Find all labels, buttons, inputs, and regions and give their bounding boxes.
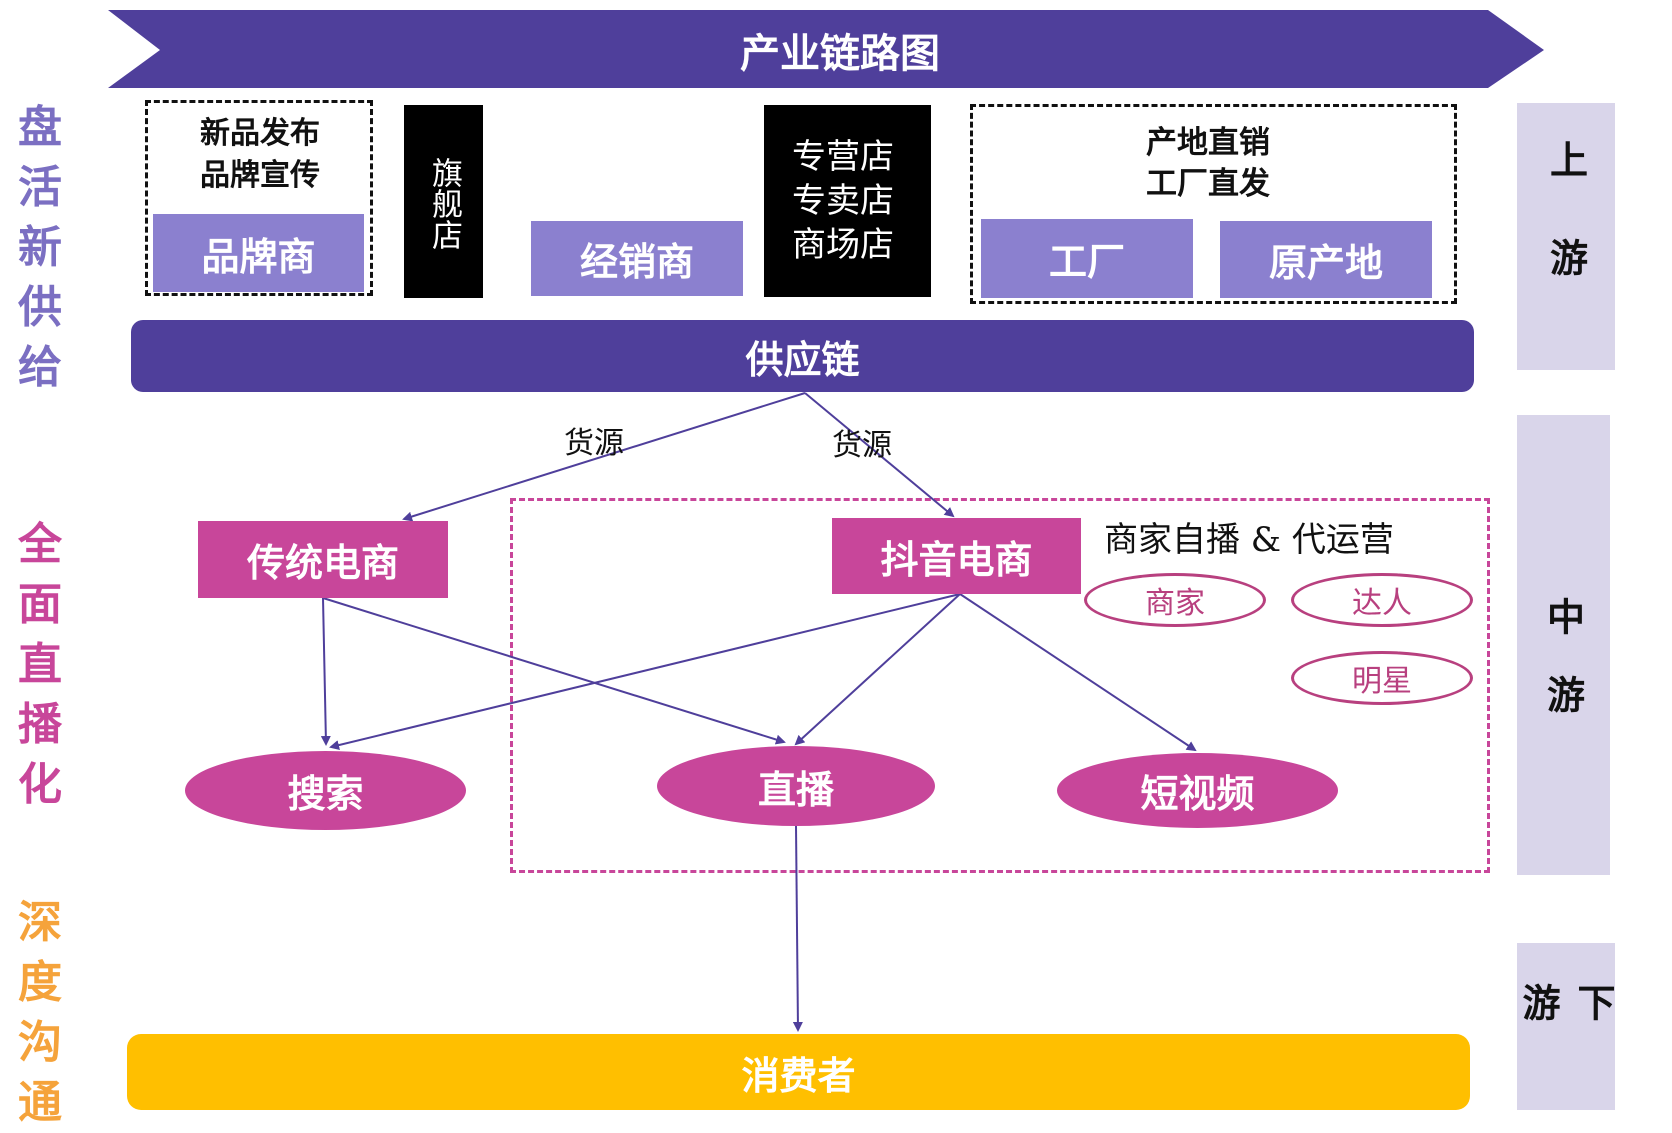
stage-upstream: 上游 — [1517, 103, 1615, 370]
flagship-store-label: 旗舰店 — [426, 156, 462, 250]
consumer-bar: 消费者 — [127, 1034, 1470, 1110]
supply-chain-bar: 供应链 — [131, 320, 1474, 392]
brand-note: 新品发布品牌宣传 — [200, 116, 320, 193]
store-exclusive: 专卖店 — [792, 181, 894, 221]
stores-box: 专营店 专卖店 商场店 — [764, 105, 931, 297]
flow-line — [322, 597, 786, 745]
brand-group: 新品发布品牌宣传 — [145, 100, 373, 296]
traditional-ecommerce-box: 传统电商 — [198, 521, 448, 598]
store-mall: 商场店 — [792, 225, 894, 265]
origin-note-direct: 产地直销 — [1146, 125, 1270, 161]
flow-line — [320, 597, 331, 746]
label-live-streaming: 全面直播化 — [18, 519, 62, 810]
douyin-ecommerce-box: 抖音电商 — [832, 518, 1081, 594]
stage-downstream: 下游 — [1516, 943, 1616, 1110]
flow-line — [959, 593, 1197, 752]
flow-line — [329, 593, 961, 750]
role-celebrity: 明星 — [1291, 651, 1473, 705]
store-specialty: 专营店 — [792, 137, 894, 177]
flow-label-source-left: 货源 — [564, 426, 624, 461]
stage-midstream-label: 中游 — [1540, 597, 1586, 753]
role-influencer: 达人 — [1291, 573, 1473, 627]
operations-label: 商家自播 & 代运营 — [1104, 520, 1394, 560]
flagship-store-box: 旗舰店 — [404, 105, 483, 298]
flow-label-source-right: 货源 — [832, 428, 892, 463]
channel-short-video: 短视频 — [1057, 753, 1338, 828]
role-merchant: 商家 — [1084, 573, 1266, 627]
title-banner — [108, 10, 1544, 88]
label-deep-communication: 深度沟通 — [18, 897, 62, 1128]
flow-line — [792, 825, 803, 1032]
origin-note-factory: 工厂直发 — [1146, 166, 1270, 202]
channel-search: 搜索 — [185, 751, 466, 830]
douyin-region — [510, 498, 1490, 873]
stage-midstream: 中游 — [1517, 415, 1610, 875]
origin-box: 原产地 — [1220, 221, 1432, 298]
flow-line — [804, 392, 955, 518]
dealer-box: 经销商 — [531, 221, 743, 296]
label-revitalize-supply: 盘活新供给 — [18, 102, 62, 393]
page-title: 产业链路图 — [740, 30, 940, 77]
brand-box: 品牌商 — [153, 214, 364, 292]
flow-line — [402, 392, 806, 522]
flow-line — [794, 593, 961, 746]
stage-upstream-label: 上游 — [1543, 140, 1589, 336]
origin-group: 产地直销 工厂直发 — [970, 104, 1457, 304]
channel-live: 直播 — [657, 746, 935, 826]
factory-box: 工厂 — [981, 219, 1193, 298]
